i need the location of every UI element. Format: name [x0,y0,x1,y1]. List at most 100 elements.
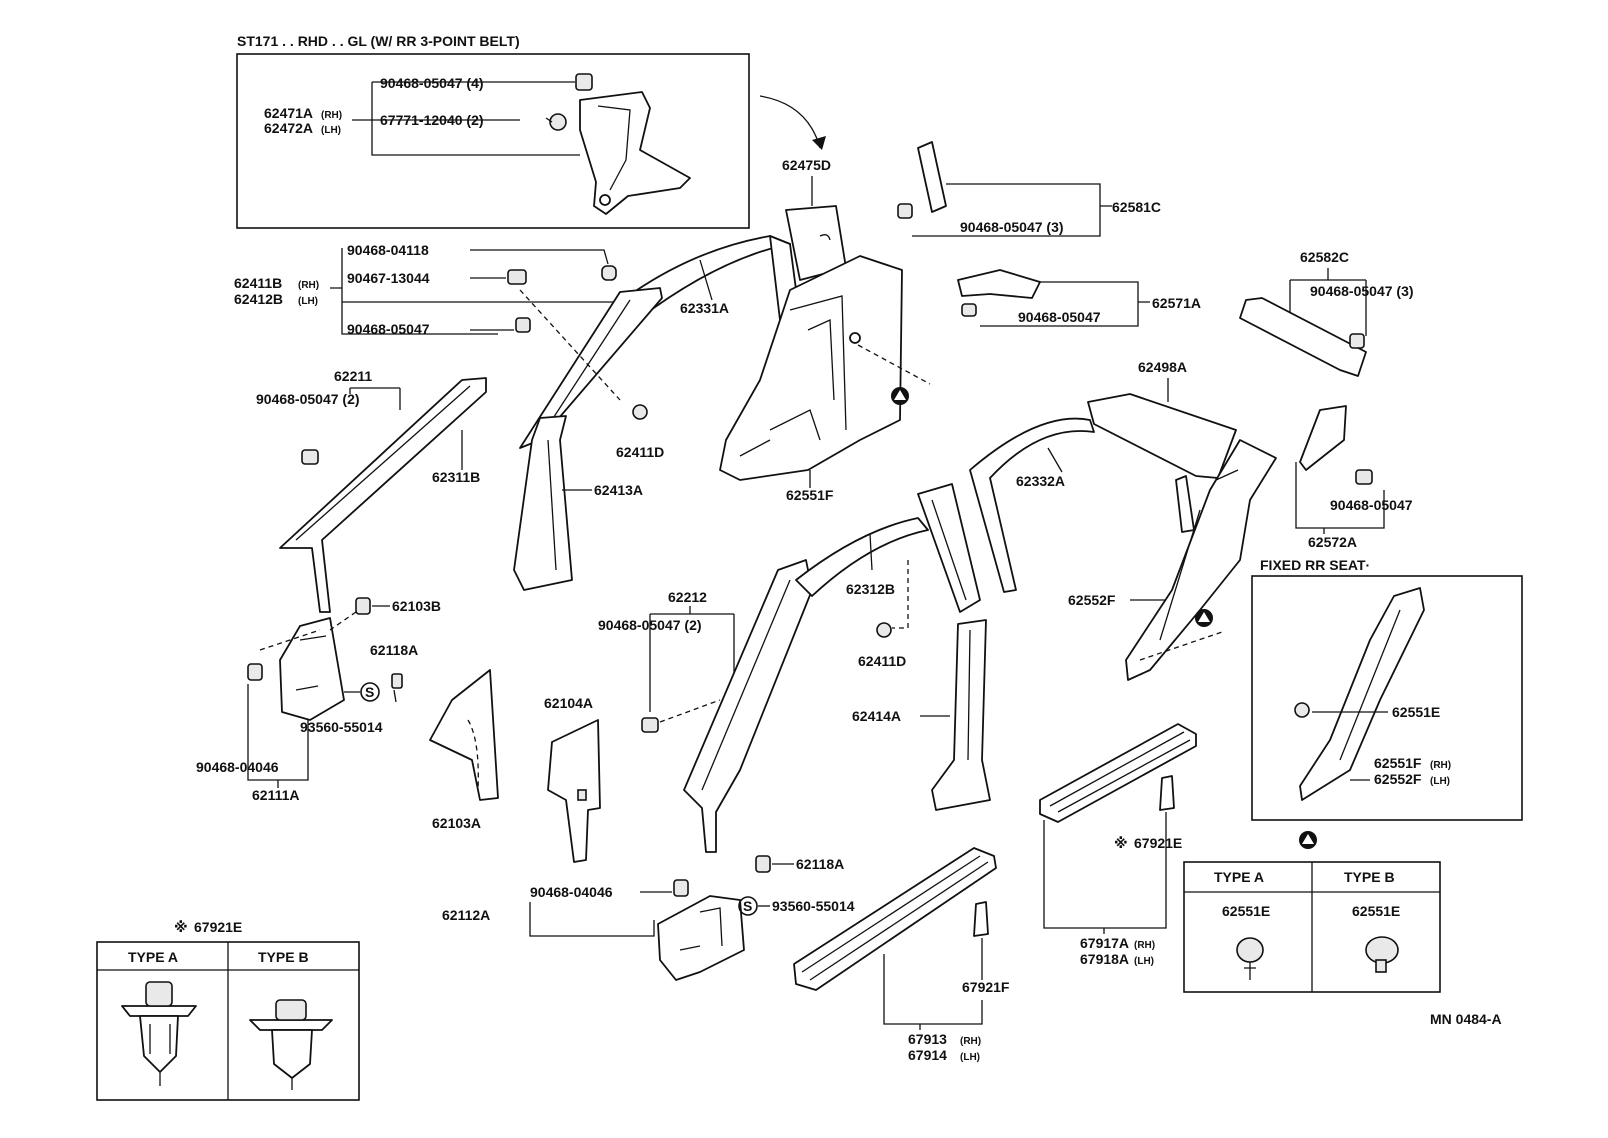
label-67913: 67913 [908,1031,947,1047]
clip-62581C [897,203,913,219]
roof-rail-62312B [795,517,929,597]
bracket-62572A [1299,405,1347,471]
trim-hole [599,194,611,206]
leader-67917A [1043,812,1167,934]
pillar-upper-right-detail [931,499,967,601]
clip-62572A [1355,469,1373,485]
label-90468-05047-4: 90468-05047 (4) [380,75,484,91]
step-plate-67913-detail [801,855,989,981]
panel-62103A [429,669,499,801]
label-62581C: 62581C [1112,199,1161,215]
front-pillar-62311B-detail [295,385,471,541]
bolt-62411D [632,404,648,420]
clip-62211 [301,449,319,465]
label-90468-05047-3b: 90468-05047 (3) [1310,283,1414,299]
trim-hole-2 [849,332,861,344]
bolt-shaft [545,117,553,123]
asterisk-mark-2: ※ [174,919,188,935]
suffix-rh-4: (RH) [1134,940,1155,951]
triangle-mark-inner-3 [1302,834,1314,844]
dash-62111A [259,611,357,651]
leader-62331A [699,259,713,301]
label-62332A: 62332A [1016,473,1065,489]
label-62112A: 62112A [442,907,490,923]
kick-panel-62112A-detail [679,907,723,951]
label-62212: 62212 [668,589,707,605]
label-62312B: 62312B [846,581,895,597]
clip-67921F [973,901,989,937]
step-plate-67917A-detail [1049,731,1191,813]
label-62414A: 62414A [852,708,901,724]
panel-62104A [547,719,601,863]
clip-90468-04046-a [247,663,263,681]
leader-62212 [649,606,735,712]
suffix-lh-2: (LH) [298,296,318,307]
suffix-rh-5: (RH) [960,1036,981,1047]
label-90468-05047-a: 90468-05047 [347,321,430,337]
label-62475D: 62475D [782,157,831,173]
label-62412B: 62412B [234,291,283,307]
clip-62118A-a [391,673,403,689]
suffix-lh-3: (LH) [1430,776,1450,787]
symbol-s-text-a: S [365,684,374,700]
suffix-lh-4: (LH) [1134,956,1154,967]
label-62411D-b: 62411D [858,653,906,669]
label-62311B: 62311B [432,469,480,485]
label-67918A: 67918A [1080,951,1129,967]
label-62551F-rh: 62551F [1374,755,1422,771]
label-62411D-a: 62411D [616,444,664,460]
doc-code: MN 0484-A [1430,1011,1502,1027]
clip-67921E-type-b-head [249,1019,333,1031]
panel-62475D-detail [819,234,831,241]
label-90468-05047-2b: 90468-05047 (2) [598,617,702,633]
rail-62582C [1239,297,1367,377]
panel-62103A-detail [467,719,479,791]
variant-box [236,53,750,229]
variant-leader-lines [352,81,580,156]
quarter-trim-62551F-detail [739,295,847,457]
leader-62411B [330,248,620,335]
label-62498A: 62498A [1138,359,1187,375]
clip-67921E [1159,775,1175,811]
symbol-s-b [738,896,758,916]
clip-67921E-type-a-top [145,981,173,1007]
clip-62118A-b [755,855,771,873]
label-62472A: 62472A [264,120,313,136]
dash-62411B [519,289,621,401]
curved-arrow-icon [759,95,821,149]
label-62413A: 62413A [594,482,643,498]
pillar-62212 [683,559,813,853]
leader-62211 [349,387,401,410]
quarter-trim-62471A [579,91,691,215]
panel-62104A-slot [577,789,587,801]
center-pillar-62413A [513,415,573,591]
step-plate-67913 [793,847,997,991]
leader-62572A [1295,462,1385,534]
triangle-mark-inner [894,390,906,400]
clip-90468-04046-b [673,879,689,897]
quarter-trim-62551F [719,255,903,481]
suffix-lh: (LH) [321,125,341,136]
label-62211: 62211 [334,368,372,384]
label-67921E-a: 67921E [1134,835,1182,851]
label-62552F: 62552F [1068,592,1116,608]
clip-type-a-icon [1236,937,1264,963]
fixed-rr-seat-title: FIXED RR SEAT· [1260,557,1370,573]
clip-type-a-shaft [1244,962,1256,980]
label-62551F: 62551F [786,487,834,503]
label-62118A-b: 62118A [796,856,844,872]
symbol-s-a [360,682,380,702]
bracket-62571A [957,269,1041,299]
leader-62332A [1047,447,1063,473]
label-90468-05047-2a: 90468-05047 (2) [256,391,360,407]
symbol-s-text-b: S [743,898,752,914]
clip-67921E-type-a-detail [149,1024,171,1086]
roof-rail-62332A-rear [1175,475,1195,533]
clip-67921E-type-b-body [271,1029,313,1079]
label-62104A: 62104A [544,695,593,711]
leader-s-a [344,689,397,703]
pillar-62414A-detail [967,629,971,761]
label-90468-04046-a: 90468-04046 [196,759,279,775]
bolt-icon [549,113,567,131]
